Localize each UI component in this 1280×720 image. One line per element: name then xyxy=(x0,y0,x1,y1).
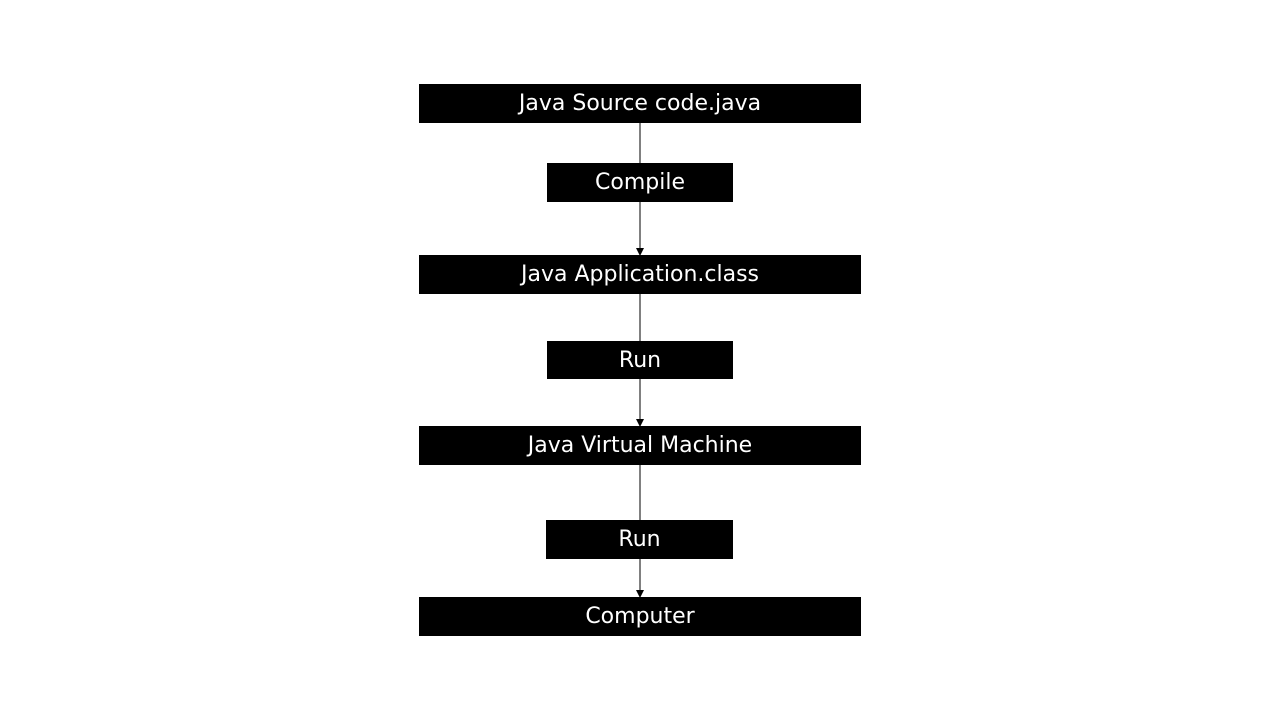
node-java-source: Java Source code.java xyxy=(419,84,861,123)
step-run-label-2: Run xyxy=(546,520,733,559)
step-run-label: Run xyxy=(547,341,733,379)
node-computer: Computer xyxy=(419,597,861,636)
node-java-virtual-machine: Java Virtual Machine xyxy=(419,426,861,465)
node-java-application: Java Application.class xyxy=(419,255,861,294)
step-compile-label: Compile xyxy=(547,163,733,202)
